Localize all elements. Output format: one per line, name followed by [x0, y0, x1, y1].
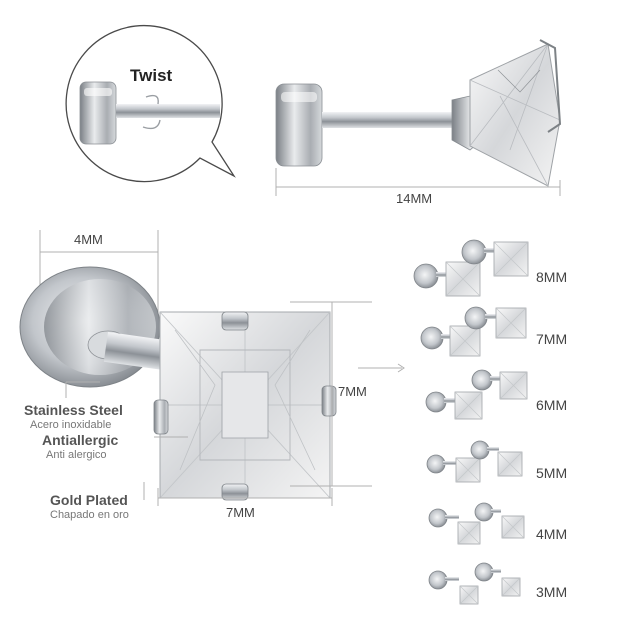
size-pair-6mm — [425, 369, 528, 420]
size-list-images — [413, 239, 529, 605]
size-pair-8mm — [413, 239, 529, 297]
size-label-5mm: 5MM — [536, 465, 568, 481]
feature-gold-subtitle: Chapado en oro — [50, 509, 129, 521]
length-dimension-line — [275, 168, 561, 196]
size-label-6mm: 6MM — [536, 397, 568, 413]
stone-height-label: 7MM — [338, 384, 367, 399]
twist-label: Twist — [130, 66, 173, 85]
feature-gold-title: Gold Plated — [50, 492, 128, 508]
stone-width-label: 7MM — [226, 505, 255, 520]
feature-stainless-subtitle: Acero inoxidable — [30, 419, 112, 431]
size-label-4mm: 4MM — [536, 526, 568, 542]
stone-dimension-lines — [157, 301, 372, 506]
top-earring-image — [275, 39, 562, 187]
size-pair-7mm — [420, 306, 527, 357]
size-list-arrow — [358, 363, 405, 373]
feature-antiallergic-subtitle: Anti alergico — [46, 449, 107, 461]
detail-earring-image — [19, 266, 337, 501]
size-label-3mm: 3MM — [536, 584, 568, 600]
feature-stainless-title: Stainless Steel — [24, 402, 123, 418]
size-pair-4mm — [428, 502, 525, 545]
twist-callout-bubble — [65, 24, 236, 183]
feature-antiallergic-title: Antiallergic — [42, 432, 119, 448]
size-label-8mm: 8MM — [536, 269, 568, 285]
feature-leader-lines — [65, 381, 188, 500]
back-width-label: 4MM — [74, 232, 103, 247]
size-pair-5mm — [426, 440, 523, 483]
size-pair-3mm — [428, 562, 521, 605]
length-label: 14MM — [396, 191, 433, 206]
size-label-7mm: 7MM — [536, 331, 568, 347]
